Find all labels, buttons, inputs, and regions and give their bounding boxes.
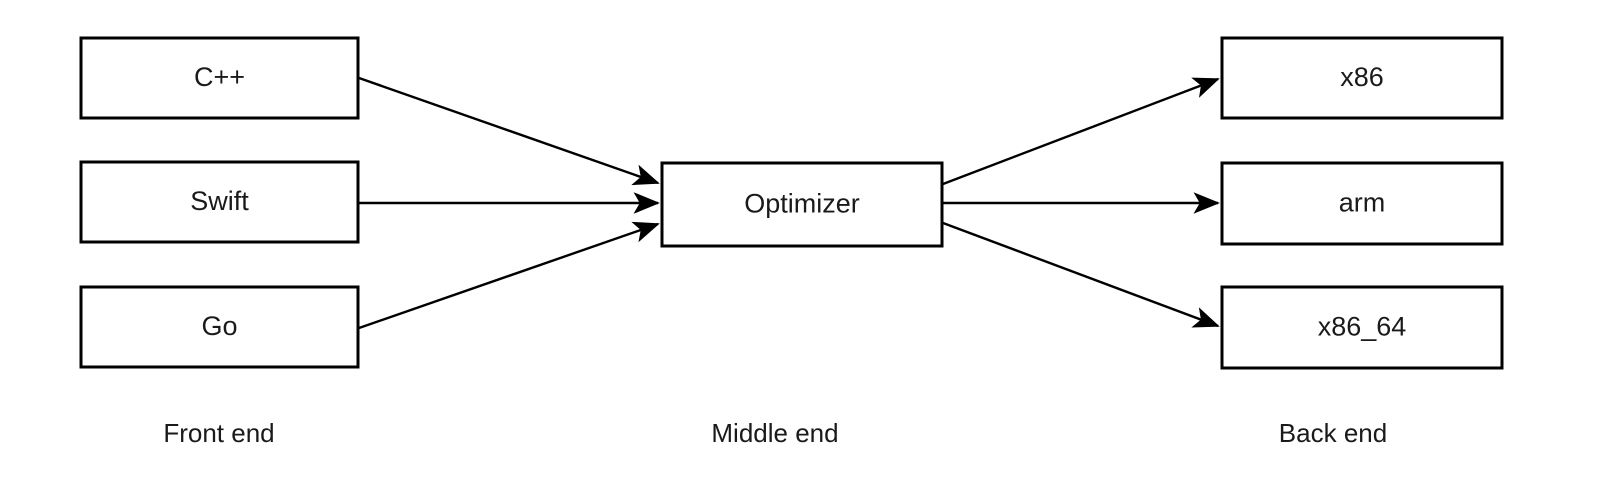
- node-box-x86_64[interactable]: [1220, 285, 1504, 370]
- node-box-x86[interactable]: [1220, 36, 1504, 120]
- stage-labels-layer: Front end Middle end Back end: [163, 418, 1387, 448]
- node-box-optimizer[interactable]: [660, 161, 944, 248]
- edges-layer: [358, 76, 1220, 330]
- node-box-arm[interactable]: [1220, 161, 1504, 246]
- node-label-go: Go: [201, 311, 237, 341]
- node-box-go[interactable]: [79, 285, 360, 369]
- node-arm[interactable]: arm: [1220, 161, 1504, 246]
- node-label-arm: arm: [1339, 188, 1386, 218]
- node-x86_64[interactable]: x86_64: [1220, 285, 1504, 370]
- node-swift[interactable]: Swift: [79, 160, 360, 244]
- node-label-optimizer: Optimizer: [744, 189, 860, 219]
- node-box-swift[interactable]: [79, 160, 360, 244]
- node-box-cpp[interactable]: [79, 36, 360, 120]
- node-x86[interactable]: x86: [1220, 36, 1504, 120]
- stage-label-middle-end: Middle end: [711, 418, 838, 448]
- node-label-swift: Swift: [190, 186, 249, 216]
- edge-arrow-optimizer-to-x86: [942, 77, 1220, 186]
- edge-arrow-go-to-optimizer: [358, 221, 660, 330]
- node-cpp[interactable]: C++: [79, 36, 360, 120]
- edge-arrow-optimizer-to-x86-64: [942, 221, 1220, 328]
- stage-label-back-end: Back end: [1279, 418, 1387, 448]
- node-label-x86_64: x86_64: [1318, 312, 1407, 342]
- node-go[interactable]: Go: [79, 285, 360, 369]
- node-label-x86: x86: [1340, 62, 1384, 92]
- edge-arrow-cpp-to-optimizer: [358, 76, 660, 186]
- node-optimizer[interactable]: Optimizer: [660, 161, 944, 248]
- node-label-cpp: C++: [194, 62, 245, 92]
- stage-label-front-end: Front end: [163, 418, 274, 448]
